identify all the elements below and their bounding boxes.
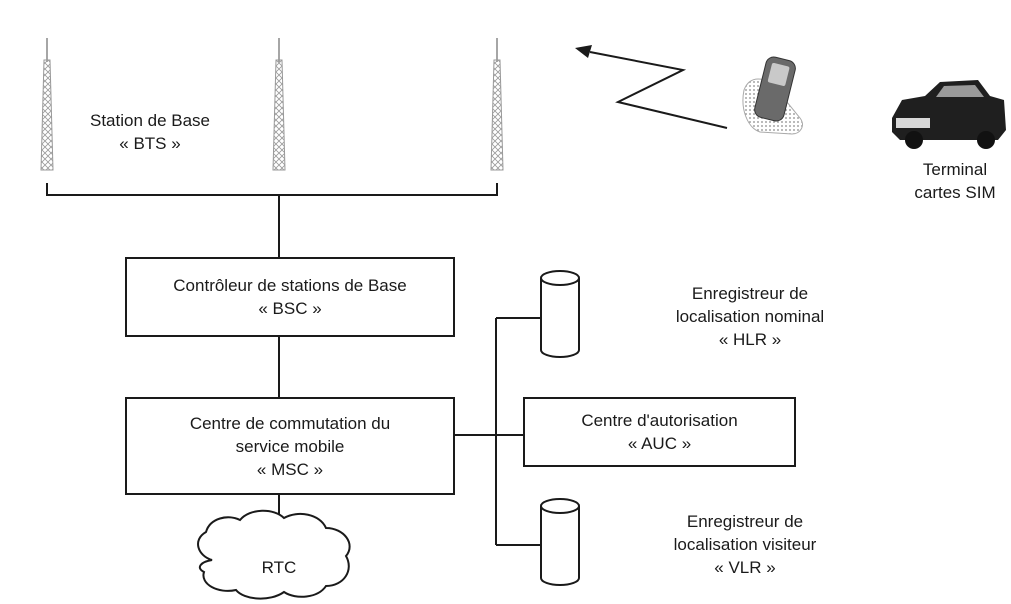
hlr-label-line2: localisation nominal (675, 307, 825, 326)
database-cylinder-icon (540, 270, 580, 358)
bsc-label-line2: « BSC » (258, 299, 322, 318)
bts-label: Station de Base « BTS » (75, 109, 225, 155)
cloud-icon (197, 509, 351, 600)
radio-link-arrow (575, 45, 728, 129)
auc-box: Centre d'autorisation « AUC » (523, 397, 796, 467)
bts-bus-connector (46, 183, 498, 257)
mobile-phone-icon (742, 56, 803, 135)
vlr-label-line1: Enregistreur de (686, 512, 804, 531)
auc-label-line1: Centre d'autorisation (581, 411, 738, 430)
hlr-label: Enregistreur de localisation nominal « H… (655, 282, 845, 351)
bsc-label-line1: Contrôleur de stations de Base (173, 276, 407, 295)
terminal-label: Terminal cartes SIM (900, 158, 1010, 204)
msc-label-line2: service mobile (235, 436, 345, 456)
terminal-label-line2: cartes SIM (914, 183, 996, 202)
vlr-label-line2: localisation visiteur (673, 535, 817, 554)
car-icon (892, 80, 1006, 149)
bsc-box: Contrôleur de stations de Base « BSC » (125, 257, 455, 337)
rtc-label: RTC (261, 558, 297, 577)
terminal-label-line1: Terminal (922, 160, 988, 179)
msc-network-bus (453, 317, 541, 546)
msc-label-line1: Centre de commutation du (189, 413, 391, 433)
msc-box: Centre de commutation du service mobile … (125, 397, 455, 495)
msc-label-line3: « MSC » (256, 459, 324, 479)
bts-label-line2: « BTS » (119, 134, 181, 153)
auc-label-line2: « AUC » (627, 434, 692, 453)
vlr-label-line3: « VLR » (714, 558, 776, 577)
hlr-label-line3: « HLR » (718, 330, 782, 349)
antenna-tower-icon (490, 38, 504, 171)
hlr-label-line1: Enregistreur de (691, 284, 809, 303)
vlr-label: Enregistreur de localisation visiteur « … (640, 510, 850, 579)
antenna-tower-icon (40, 38, 54, 171)
database-cylinder-icon (540, 498, 580, 586)
bts-label-line1: Station de Base (89, 111, 211, 130)
antenna-tower-icon (272, 38, 286, 171)
